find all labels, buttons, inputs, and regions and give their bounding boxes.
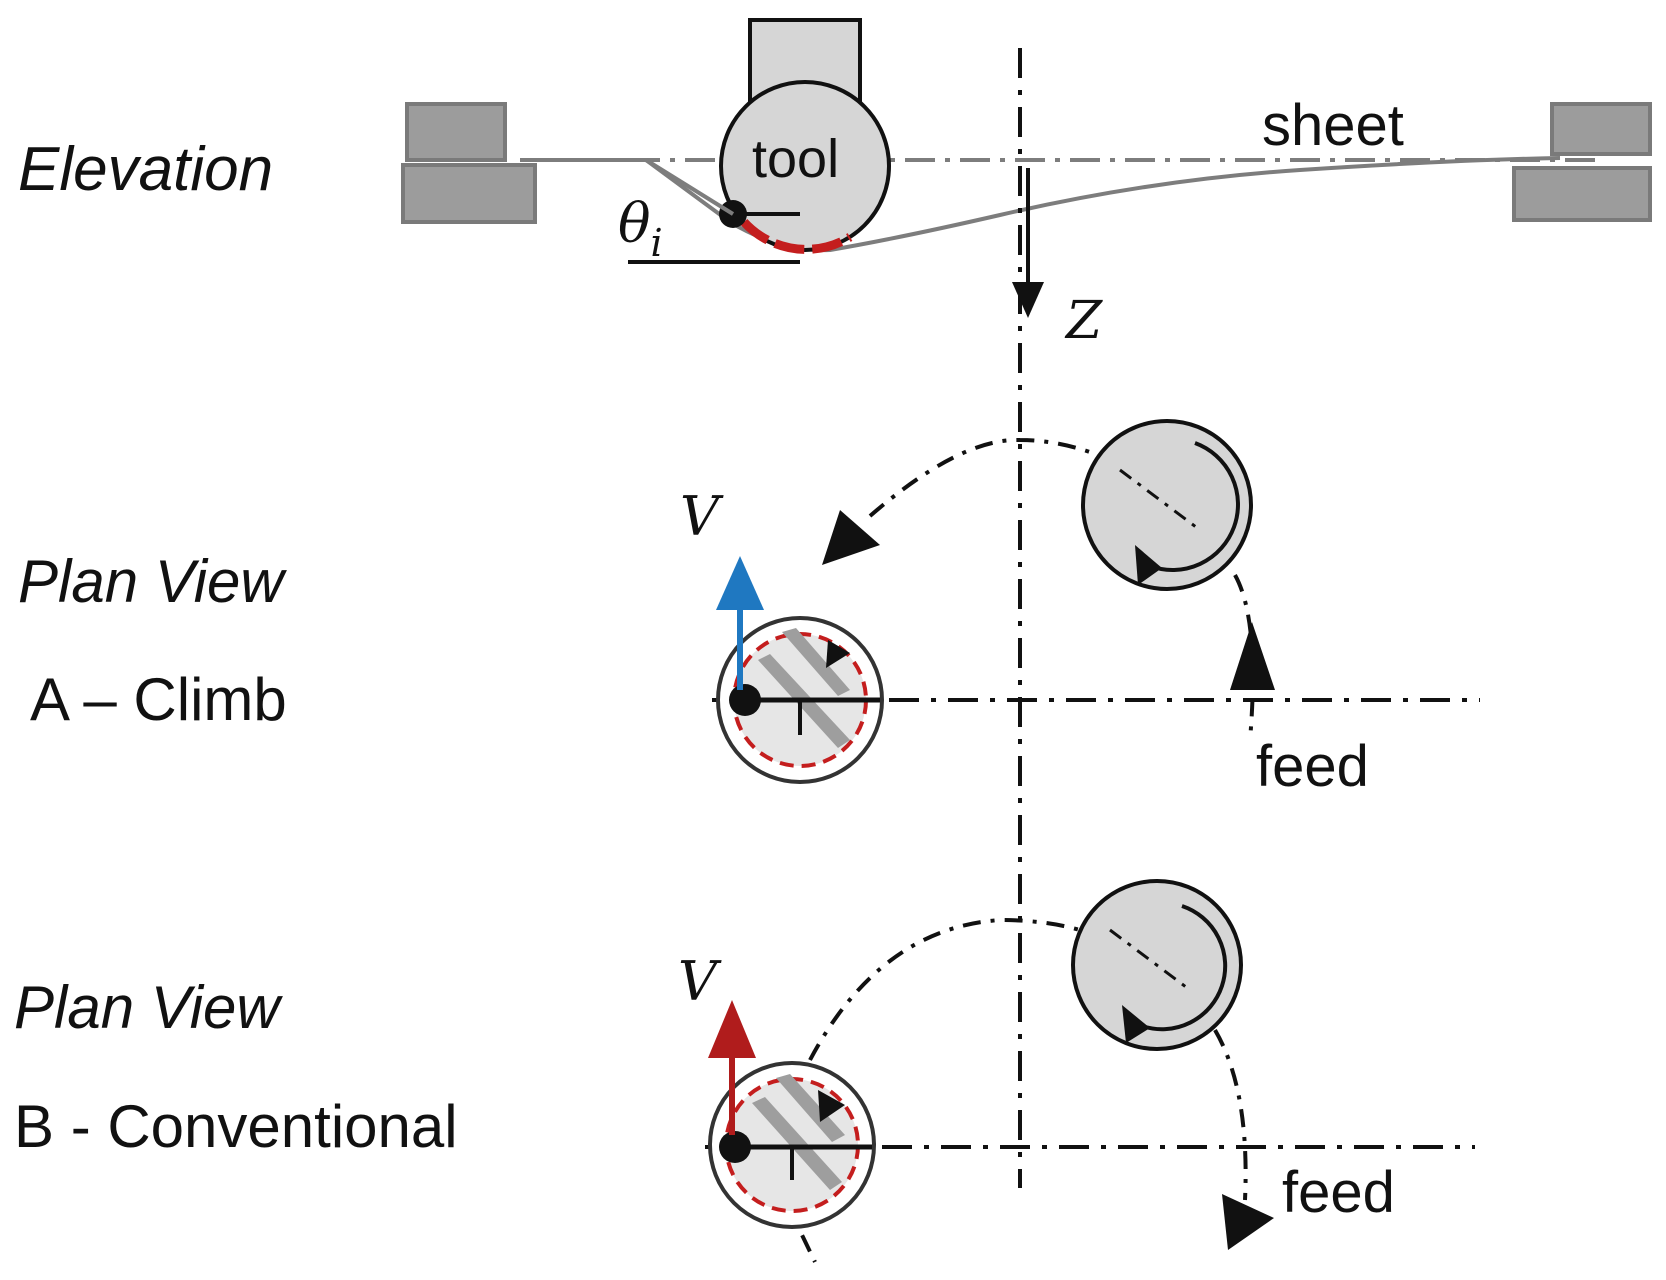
feed-label-a: feed xyxy=(1256,734,1369,799)
feed-path-b-lower xyxy=(1213,1028,1248,1201)
feed-arrowhead-a-side xyxy=(1230,622,1275,690)
elevation-label: Elevation xyxy=(18,135,273,204)
theta-subscript: i xyxy=(651,221,663,265)
theta-symbol: θ xyxy=(618,192,651,255)
z-axis-arrow xyxy=(1012,168,1044,318)
theta-label: θi xyxy=(618,192,663,265)
plan-view-a-label: Plan View xyxy=(18,548,287,615)
sheet-label: sheet xyxy=(1262,93,1404,158)
feed-path-a xyxy=(868,437,1167,518)
feed-arrowhead-b xyxy=(1222,1194,1274,1250)
feed-arrowhead-a-top xyxy=(822,510,880,565)
tool-a-upper xyxy=(1081,419,1253,591)
v-label-a: V xyxy=(680,485,724,548)
left-clamp xyxy=(401,102,537,224)
v-label-b: V xyxy=(678,950,722,1013)
feed-path-a-lower xyxy=(1233,574,1255,741)
sheet-profile xyxy=(520,156,1561,253)
conventional-label: B - Conventional xyxy=(14,1093,458,1160)
right-clamp xyxy=(1512,102,1652,222)
tool-label: tool xyxy=(752,129,839,189)
feed-label-b: feed xyxy=(1282,1160,1395,1225)
elevation-tool xyxy=(628,18,891,264)
contact-arc xyxy=(740,218,853,254)
tool-b-upper xyxy=(1071,879,1243,1051)
tool-b-lower xyxy=(708,1061,876,1229)
velocity-arrow-climb xyxy=(716,556,764,690)
velocity-arrow-conventional xyxy=(708,1000,756,1135)
climb-label: A – Climb xyxy=(30,666,287,733)
plan-view-b-label: Plan View xyxy=(14,974,283,1041)
z-axis-label: Z xyxy=(1064,291,1103,351)
tool-a-lower xyxy=(716,616,884,784)
